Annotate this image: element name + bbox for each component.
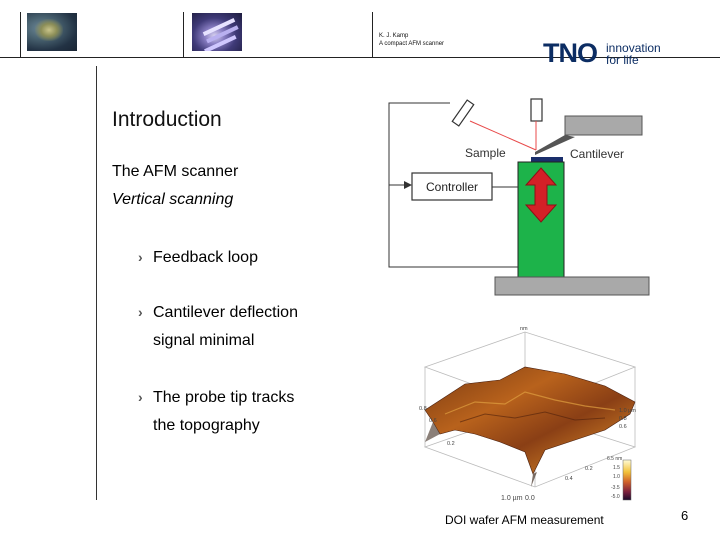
axis-tick-label: 0.0 bbox=[525, 495, 535, 502]
afm-topography-image: nm 0.8 0.6 0.2 1.0 µm 0.0 1.0 µm 0.8 0.6… bbox=[405, 322, 655, 505]
colorbar-label: -5.0 bbox=[611, 494, 620, 500]
header-divider-3 bbox=[372, 12, 373, 58]
laser-source-icon bbox=[452, 100, 473, 126]
bullet-chevron-icon: › bbox=[138, 389, 143, 405]
bullet-item: Cantilever deflection signal minimal bbox=[153, 299, 298, 355]
tno-logo-tagline-2: for life bbox=[606, 54, 639, 67]
bullet-line: Cantilever deflection bbox=[153, 299, 298, 327]
colorbar-label: 6.5 nm bbox=[607, 456, 622, 462]
base-plate bbox=[495, 277, 649, 295]
cantilever-label: Cantilever bbox=[570, 147, 624, 161]
header-thumbnail-galaxy bbox=[192, 13, 242, 51]
colorbar-label: 1.0 bbox=[613, 474, 620, 480]
axis-tick-label: 0.4 bbox=[565, 476, 573, 482]
axis-tick-label: 0.8 bbox=[619, 416, 627, 422]
bullet-line: the topography bbox=[153, 412, 294, 440]
slide-subtitle: The AFM scanner bbox=[112, 163, 238, 181]
axis-tick-label: 0.8 bbox=[419, 406, 427, 412]
sample-block bbox=[531, 157, 563, 162]
slide-subtitle-italic: Vertical scanning bbox=[112, 191, 233, 209]
axis-tick-label: 0.2 bbox=[585, 466, 593, 472]
photodetector-icon bbox=[531, 99, 542, 121]
axis-tick-label: 1.0 µm bbox=[501, 495, 523, 502]
bullet-item: Feedback loop bbox=[153, 244, 258, 272]
header-talk-title: A compact AFM scanner bbox=[379, 40, 444, 49]
z-axis-label: nm bbox=[520, 326, 528, 332]
axis-tick-label: 0.6 bbox=[619, 424, 627, 430]
bullet-line: signal minimal bbox=[153, 327, 298, 355]
colorbar-label: -3.5 bbox=[611, 485, 620, 491]
bullet-line: Feedback loop bbox=[153, 244, 258, 272]
cantilever-holder bbox=[565, 116, 642, 135]
axis-tick-label: 0.2 bbox=[447, 441, 455, 447]
image-caption: DOI wafer AFM measurement bbox=[445, 513, 604, 527]
page-number: 6 bbox=[681, 508, 688, 523]
bullet-line: The probe tip tracks bbox=[153, 384, 294, 412]
axis-tick-label: 0.6 bbox=[429, 418, 437, 424]
controller-label: Controller bbox=[426, 180, 478, 194]
header-divider-1 bbox=[20, 12, 21, 58]
colorbar-label: 1.5 bbox=[613, 465, 620, 471]
cantilever-beam bbox=[535, 135, 575, 155]
side-rule bbox=[96, 66, 97, 500]
colorbar bbox=[623, 460, 631, 500]
sample-label: Sample bbox=[465, 146, 506, 160]
afm-schematic-diagram: Controller Sample Cantilever bbox=[385, 95, 655, 300]
slide-title: Introduction bbox=[112, 108, 222, 132]
header-divider-2 bbox=[183, 12, 184, 58]
tno-logo-wordmark: TNO bbox=[543, 40, 597, 67]
axis-tick-label: 1.0 µm bbox=[619, 408, 636, 414]
bullet-item: The probe tip tracks the topography bbox=[153, 384, 294, 440]
bullet-chevron-icon: › bbox=[138, 304, 143, 320]
bullet-chevron-icon: › bbox=[138, 249, 143, 265]
header-thumbnail-satellite bbox=[27, 13, 77, 51]
topography-surface bbox=[425, 367, 635, 474]
feedback-arrowhead-icon bbox=[404, 181, 412, 189]
